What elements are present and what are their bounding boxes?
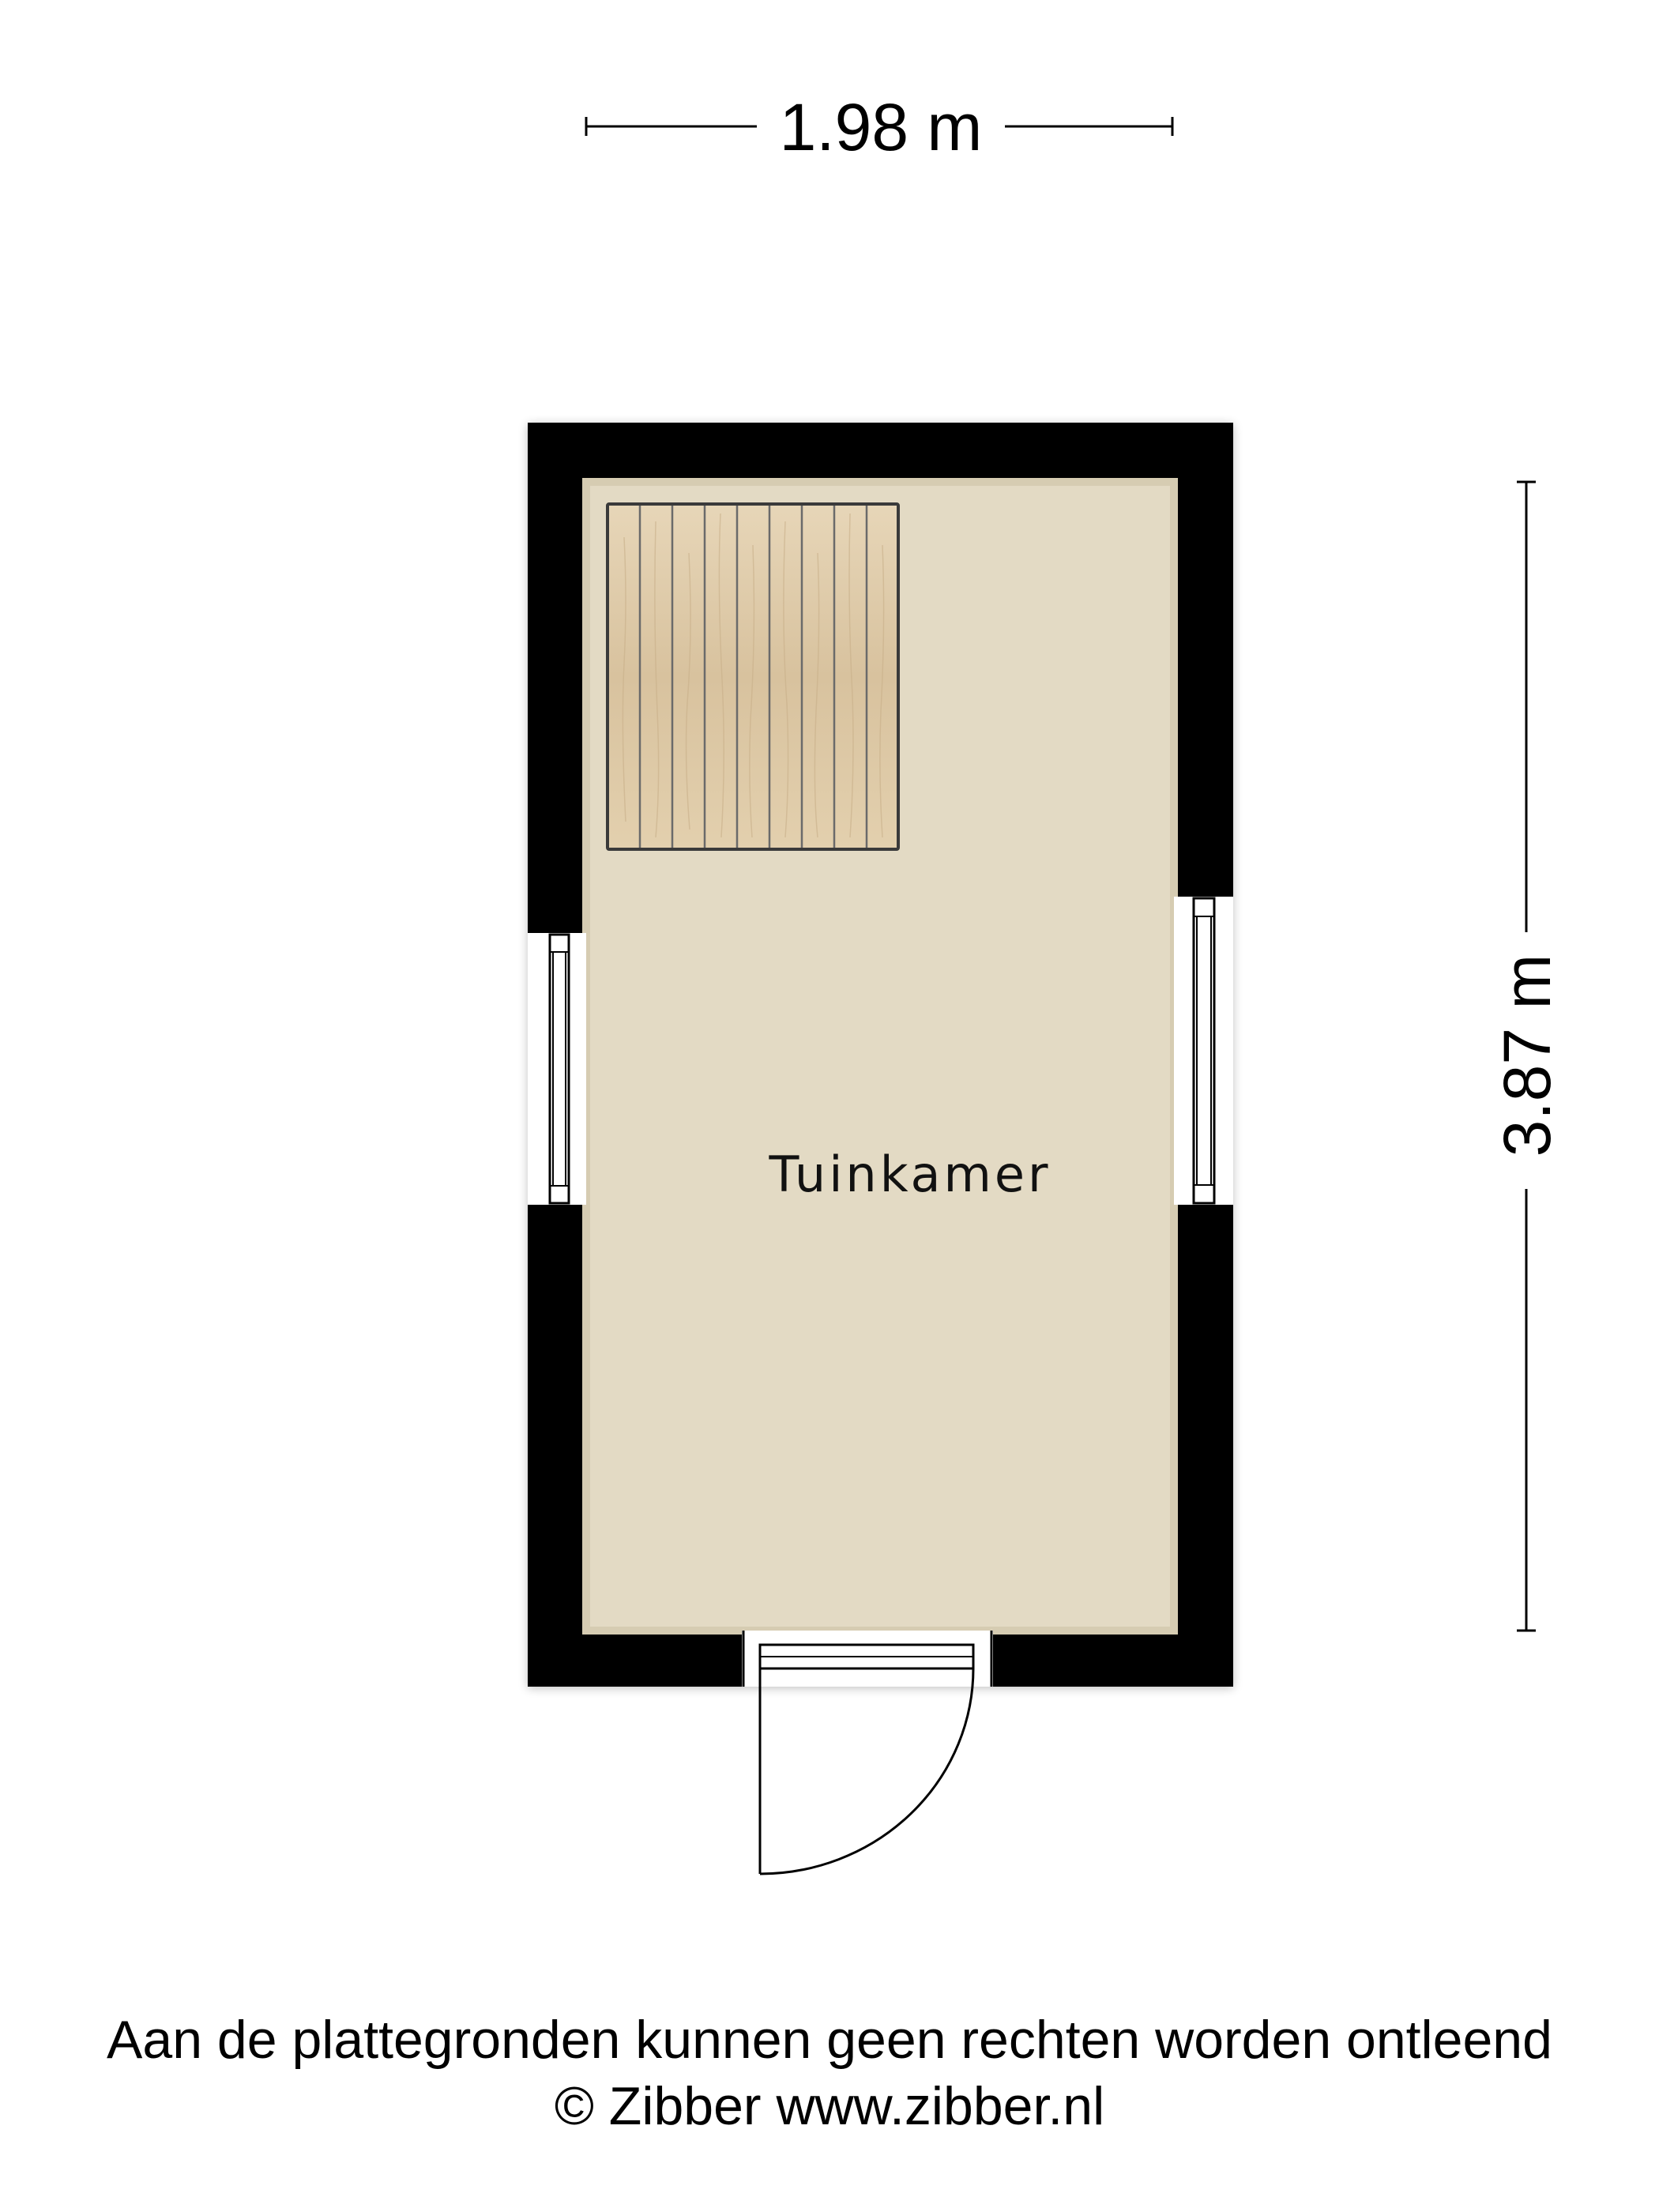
window-right [1174,897,1233,1205]
window-left-opening [528,933,586,1205]
height-dimension-label: 3.87 m [1490,954,1564,1157]
height-dimension: 3.87 m [1490,480,1564,1632]
window-left [528,933,586,1205]
wooden-platform [606,502,900,851]
room-label-tuinkamer: Tuinkamer [768,1146,1051,1203]
width-dimension: 1.98 m [585,90,1174,164]
door-swing-arc [759,1668,975,1875]
footer-copyright: © Zibber www.zibber.nl [554,2076,1105,2136]
footer-disclaimer: Aan de plattegronden kunnen geen rechten… [107,2010,1552,2070]
wooden-platform-planks [638,506,868,848]
door-opening [742,1631,993,1687]
door [742,1631,993,1875]
window-right-opening [1174,897,1233,1205]
width-dimension-label: 1.98 m [780,90,983,164]
